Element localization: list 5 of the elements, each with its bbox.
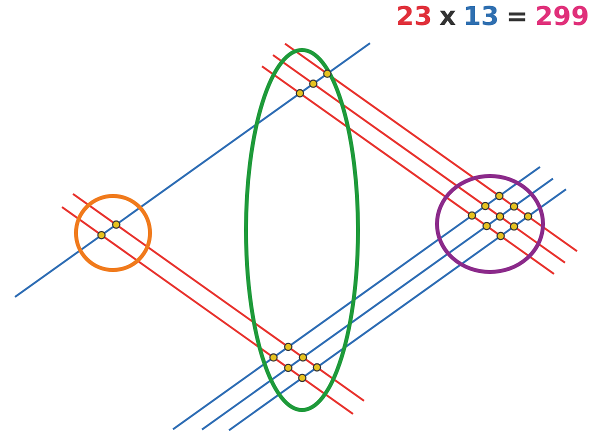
operator-symbol: x [439, 2, 456, 32]
number-label: 299 [534, 2, 590, 32]
operator-symbol: = [506, 2, 528, 32]
number-label: 23 [396, 2, 432, 32]
number-label: 13 [462, 2, 500, 32]
